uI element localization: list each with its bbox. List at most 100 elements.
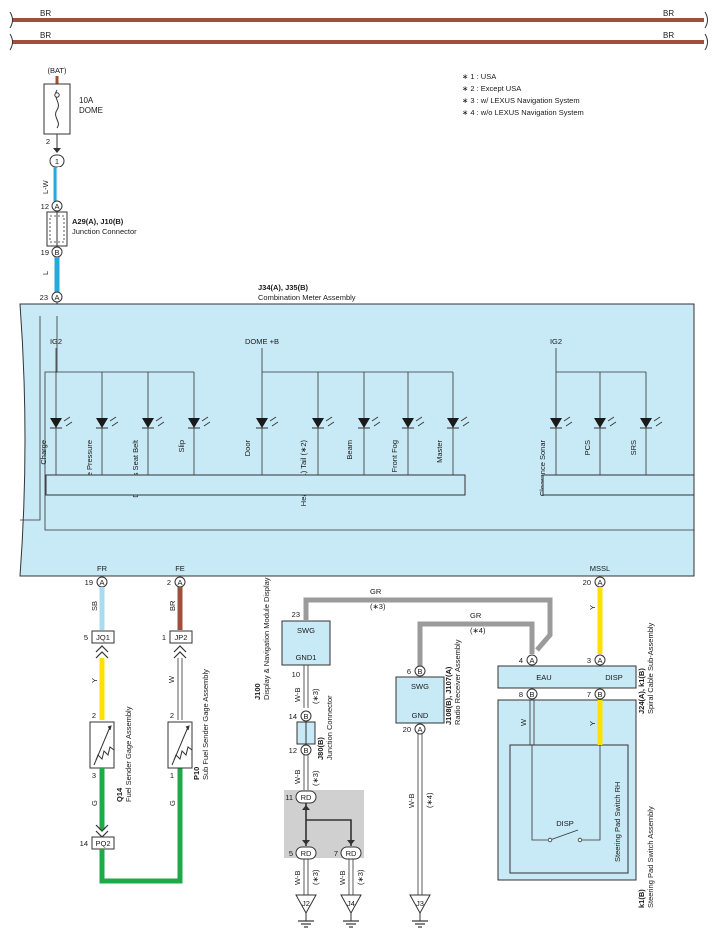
- lamp-label: Door: [243, 440, 252, 457]
- supply-label: IG2: [50, 337, 62, 346]
- legend-item: ∗ 4 : w/o LEXUS Navigation System: [462, 108, 584, 117]
- steering-pad-switch-assembly: W Y DISP Steering Pad Switch RH k1(B) St…: [497, 699, 655, 908]
- component-name: Display & Navigation Module Display: [262, 577, 271, 700]
- component-code: J34(A), J35(B): [258, 283, 309, 292]
- fuse-dome: (BAT) 10A DOME 2: [43, 66, 103, 153]
- bus-label: BR: [663, 31, 674, 40]
- supply-label: DOME +B: [245, 337, 279, 346]
- terminal-label: SWG: [411, 682, 429, 691]
- pin-number: 4: [519, 656, 523, 665]
- wire-color: W-B: [293, 770, 302, 784]
- connector-name: PQ2: [95, 839, 110, 848]
- switch-label: DISP: [556, 819, 574, 828]
- pin-number: 10: [292, 670, 300, 679]
- led-lamp-master: [447, 372, 470, 475]
- inline-pin: 1: [55, 157, 59, 166]
- pin-letter: B: [417, 667, 422, 676]
- led-lamp-seat-belt: [142, 372, 165, 475]
- pin-number: 12: [41, 202, 49, 211]
- pin-number: 8: [519, 690, 523, 699]
- fuel-sender-circuit: SB JQ1 5 Y 2 3 Q14 Fuel Sender Gage Asse…: [80, 587, 183, 884]
- pin-letter: B: [54, 248, 59, 257]
- pin-number: 14: [289, 712, 297, 721]
- variant-note: (∗4): [470, 626, 486, 635]
- wire-color: W-B: [407, 794, 416, 808]
- led-lamp-tire-pressure: [96, 372, 119, 475]
- connector-name: RD: [301, 793, 312, 802]
- component-code: J24(A), k1(B): [637, 668, 646, 714]
- bus-label: BR: [663, 9, 674, 18]
- variant-note: (∗3): [311, 770, 320, 786]
- pin-number: 11: [285, 793, 293, 802]
- connector-name: JP2: [175, 633, 188, 642]
- combination-meter: J34(A), J35(B) Combination Meter Assembl…: [19, 283, 695, 577]
- wire-color: L: [41, 271, 50, 275]
- component-code: Q14: [115, 787, 124, 802]
- pin-letter: B: [303, 746, 308, 755]
- connector-name: RD: [301, 849, 312, 858]
- fuse-amp: 10A: [79, 96, 94, 105]
- pin-number: 7: [587, 690, 591, 699]
- spiral-cable-assembly: A 4 A 3 EAU DISP J24(A), k1(B) Spiral Ca…: [497, 622, 655, 714]
- pin-number: 12: [289, 746, 297, 755]
- legend: ∗ 1 : USA ∗ 2 : Except USA ∗ 3 : w/ LEXU…: [462, 72, 584, 117]
- pin-number: 2: [167, 578, 171, 587]
- wire-color: GR: [470, 611, 482, 620]
- legend-item: ∗ 2 : Except USA: [462, 84, 521, 93]
- ground-j4: W-B (∗3) J4: [338, 859, 365, 928]
- pin-letter: A: [597, 656, 602, 665]
- pin-letter: A: [597, 578, 602, 587]
- mssl-wire: Y: [588, 587, 603, 654]
- pin-number: 3: [587, 656, 591, 665]
- component-name: Radio Receiver Assembly: [453, 639, 462, 725]
- component-name: Steering Pad Switch RH: [613, 782, 622, 862]
- supply-label: IG2: [550, 337, 562, 346]
- led-lamp-door: [256, 372, 279, 475]
- inline-connector: 1: [49, 154, 65, 168]
- wire-color: W-B: [338, 871, 347, 885]
- junction-connector-a29: A 12 B 19 A29(A), J10(B) Junction Connec…: [41, 200, 137, 258]
- led-lamp-front-fog: [402, 372, 425, 475]
- legend-item: ∗ 3 : w/ LEXUS Navigation System: [462, 96, 580, 105]
- pin-number: 7: [334, 849, 338, 858]
- wire-color: W: [519, 718, 528, 726]
- pin-number: 2: [170, 711, 174, 720]
- variant-note: (∗4): [425, 792, 434, 808]
- pin-number: 20: [403, 725, 411, 734]
- terminal-label: FE: [175, 564, 185, 573]
- component-code: P10: [192, 767, 201, 780]
- wire-color: W-B: [293, 688, 302, 702]
- ground-j2: W-B (∗3) J2: [293, 859, 320, 928]
- wire-color: Y: [588, 721, 597, 726]
- led-lamp-slip: [188, 372, 211, 475]
- pin-number: 23: [40, 293, 48, 302]
- terminal-label: FR: [97, 564, 108, 573]
- bus-label: BR: [40, 9, 51, 18]
- wire-color: L-W: [41, 179, 50, 194]
- led-lamp-charge: [50, 372, 73, 475]
- terminal-label: SWG: [297, 626, 315, 635]
- pin-number: 2: [92, 711, 96, 720]
- pin-letter: A: [54, 202, 59, 211]
- variant-note: (∗3): [311, 869, 320, 885]
- pin-number: 2: [46, 137, 50, 146]
- pin-letter: B: [529, 690, 534, 699]
- legend-item: ∗ 1 : USA: [462, 72, 496, 81]
- led-lamp-pcs: [594, 372, 617, 475]
- component-code: J80(B): [316, 737, 325, 760]
- pin-number: 3: [92, 771, 96, 780]
- pin-letter: A: [177, 578, 182, 587]
- bus-top: BR BR: [9, 9, 708, 29]
- ground-label: J3: [416, 899, 424, 908]
- lamp-label: Front Fog: [390, 440, 399, 473]
- wire-color: G: [90, 800, 99, 806]
- lamp-label: Driver's Seat Belt: [131, 439, 140, 498]
- pin-number: 6: [407, 667, 411, 676]
- pin-letter: A: [529, 656, 534, 665]
- pin-number: 20: [583, 578, 591, 587]
- variant-note: (∗3): [311, 688, 320, 704]
- meter-pins: A 19 A 2 A 20: [85, 576, 606, 588]
- lamp-label: Master: [435, 439, 444, 462]
- component-code: J100: [253, 683, 262, 700]
